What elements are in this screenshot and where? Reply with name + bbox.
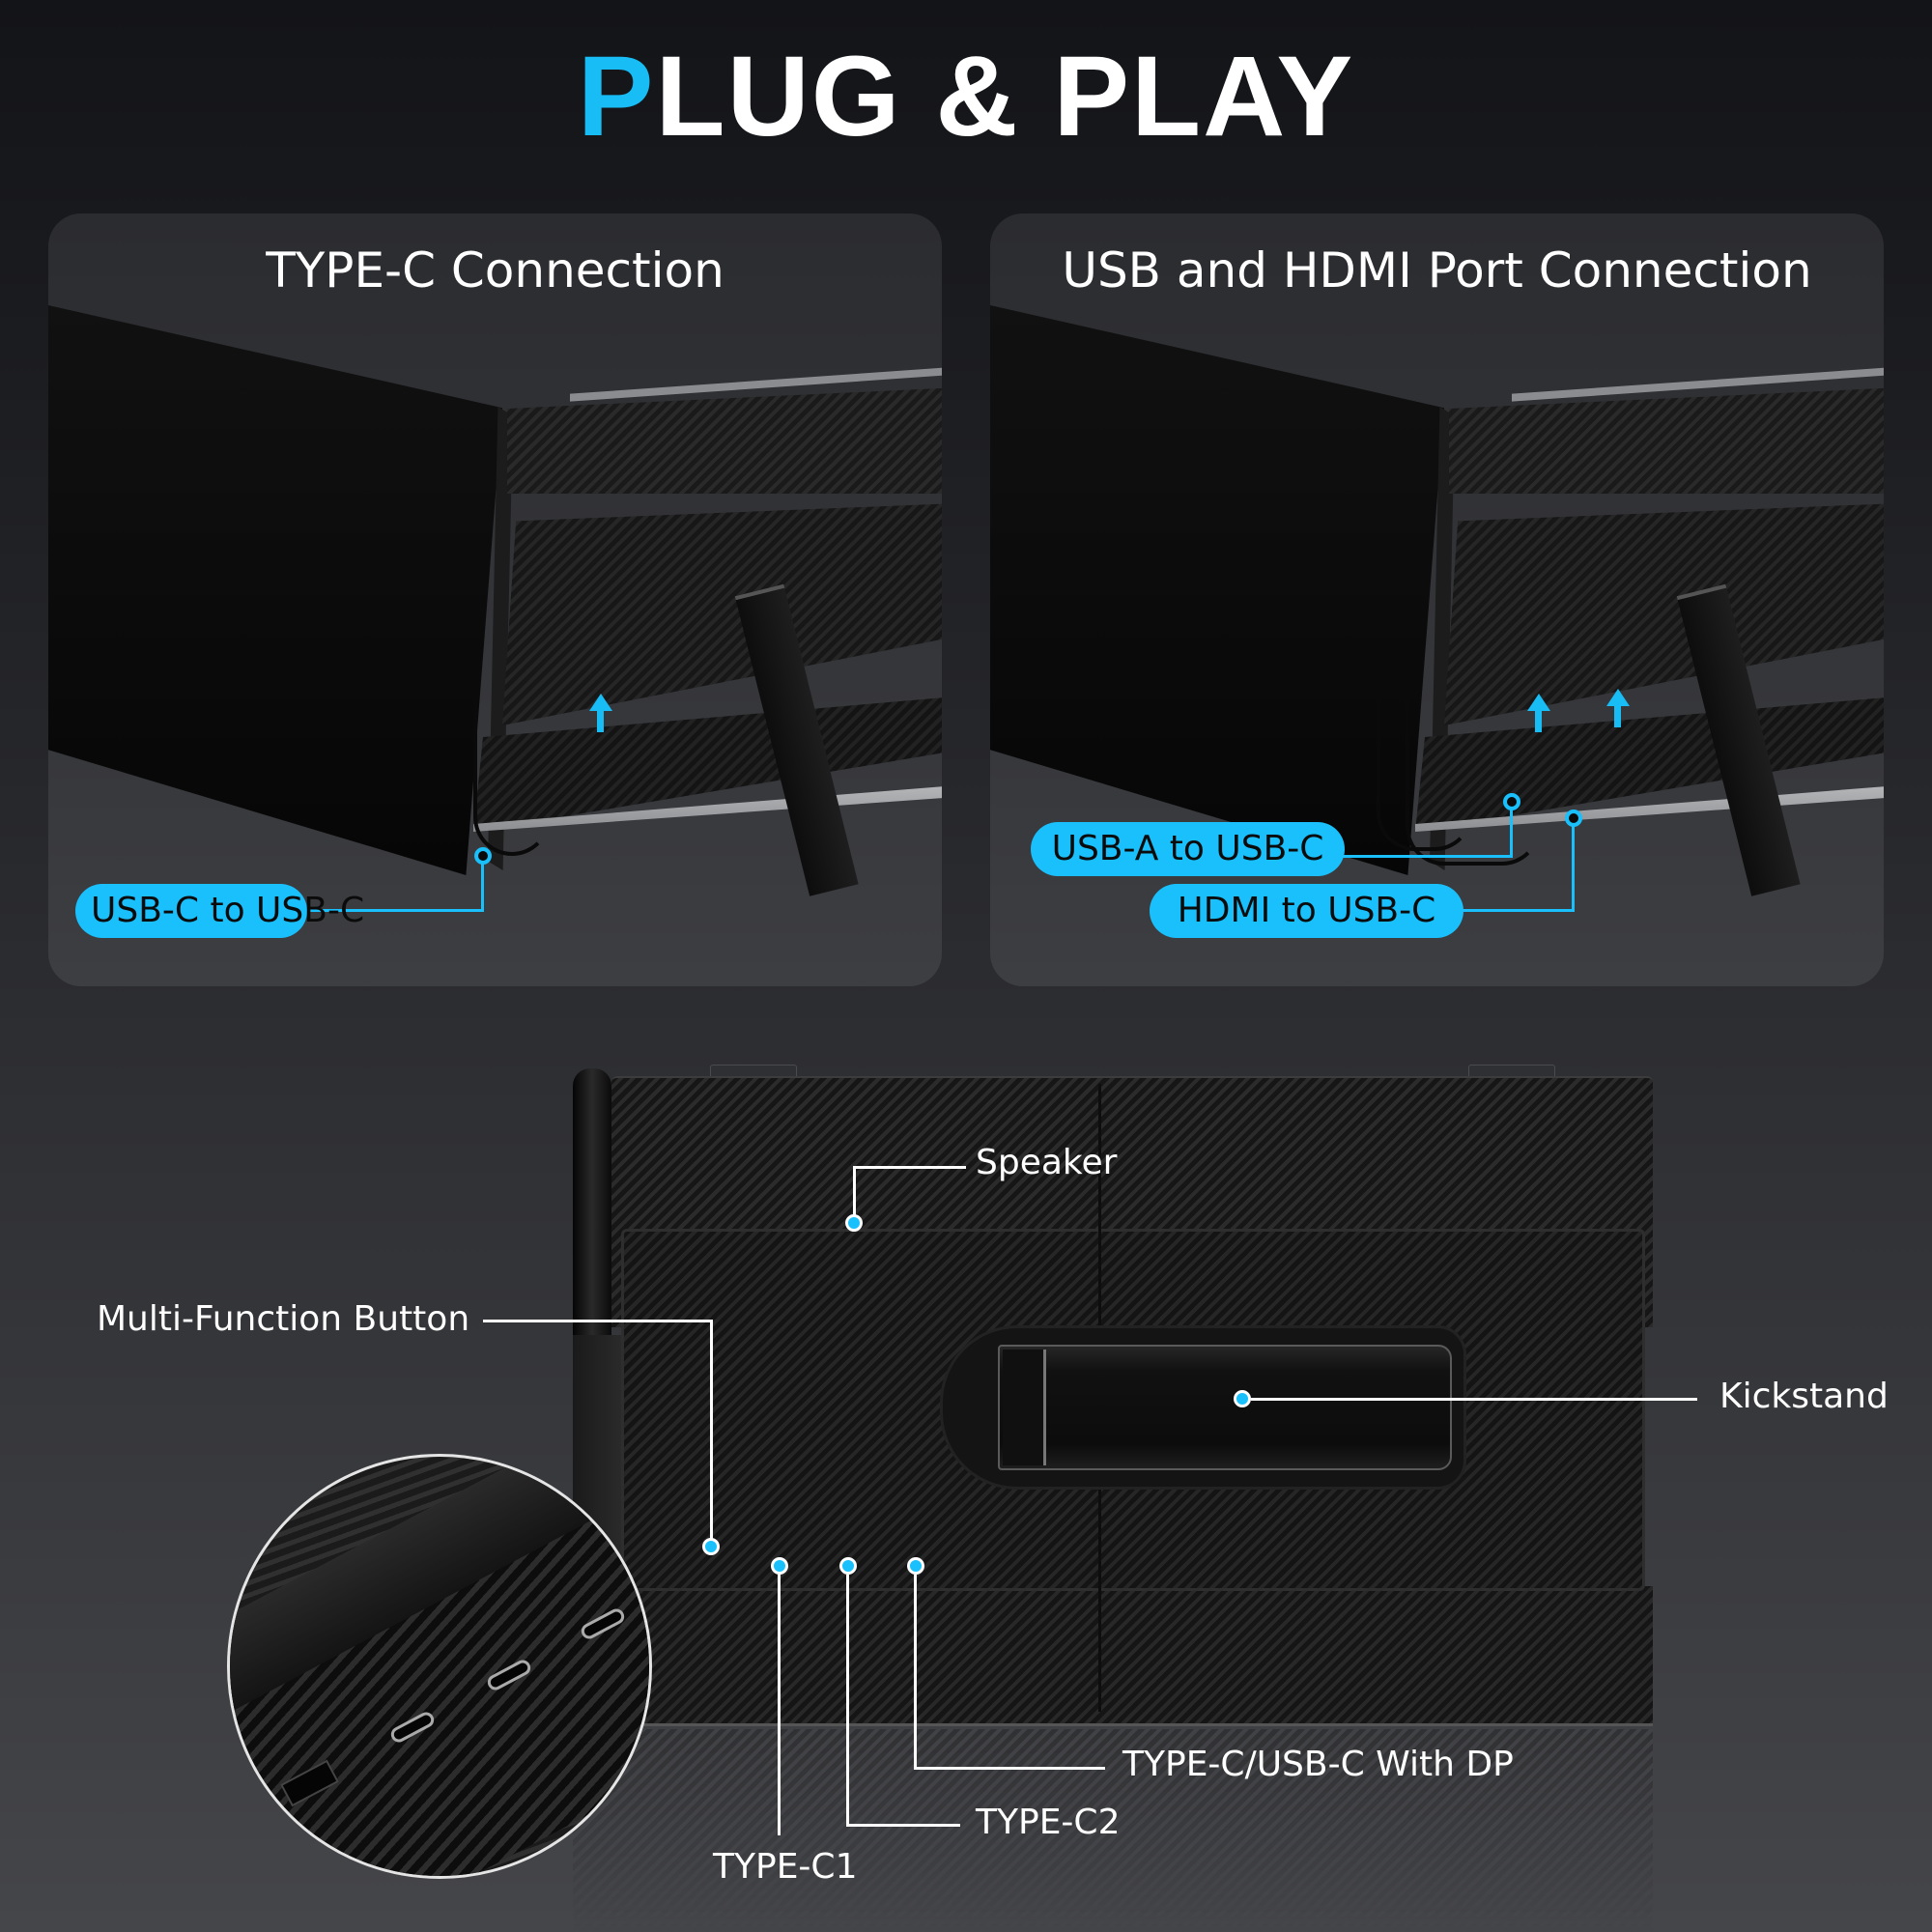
- arrow-up-icon: [1614, 706, 1621, 727]
- panel-usb-hdmi-connection: USB and HDMI Port Connection USB-A to US…: [990, 213, 1884, 986]
- leader-line: [914, 1767, 1105, 1770]
- panel-title: TYPE-C Connection: [266, 242, 724, 298]
- callout-leader: [481, 863, 484, 911]
- leader-line: [483, 1320, 713, 1322]
- ports-closeup-circle: [227, 1454, 652, 1879]
- device-reflection: [573, 1729, 1653, 1932]
- kickstand-bar: [998, 1345, 1452, 1470]
- callout-leader: [1343, 855, 1513, 858]
- multi-function-button-dot: [702, 1538, 720, 1555]
- hinge: [573, 1068, 611, 1339]
- leader-line: [710, 1320, 713, 1540]
- callout-usb-a-to-usb-c: USB-A to USB-C: [1031, 822, 1345, 876]
- type-c1-dot: [771, 1557, 788, 1575]
- leader-line: [846, 1575, 849, 1826]
- arrow-up-icon: [597, 711, 604, 732]
- title-rest: LUG & PLAY: [655, 33, 1355, 160]
- panel-type-c-connection: TYPE-C Connection USB-C to USB-C: [48, 213, 942, 986]
- leader-line: [914, 1575, 917, 1769]
- panel-title: USB and HDMI Port Connection: [1062, 242, 1812, 298]
- kickstand-hinge: [1003, 1350, 1046, 1465]
- label-type-c1: TYPE-C1: [713, 1847, 858, 1887]
- lower-panel: [611, 1586, 1653, 1726]
- callout-leader: [1461, 909, 1575, 912]
- callout-hdmi-to-usb-c: HDMI to USB-C: [1150, 884, 1463, 938]
- monitor-back-panel: [1444, 503, 1884, 725]
- title-accent-letter: P: [577, 33, 656, 160]
- callout-leader: [1510, 809, 1513, 857]
- monitor-screen: [48, 305, 502, 875]
- callout-usb-c-to-usb-c: USB-C to USB-C: [75, 884, 364, 938]
- arrow-up-icon: [589, 694, 612, 711]
- arrow-up-icon: [1535, 711, 1542, 732]
- page-title: PLUG & PLAY: [0, 29, 1932, 166]
- label-kickstand: Kickstand: [1719, 1377, 1889, 1416]
- monitor-speaker-panel: [1449, 387, 1884, 494]
- monitor-speaker-panel: [507, 387, 942, 494]
- monitor-back-panel: [502, 503, 942, 725]
- device-back-view: [573, 1065, 1653, 1726]
- kickstand-dot: [1234, 1390, 1251, 1407]
- leader-line: [1251, 1398, 1697, 1401]
- label-type-c2: TYPE-C2: [976, 1803, 1121, 1842]
- label-type-c-usb-c-with-dp: TYPE-C/USB-C With DP: [1122, 1745, 1514, 1784]
- type-c-dp-dot: [907, 1557, 924, 1575]
- label-multi-function-button: Multi-Function Button: [97, 1299, 470, 1339]
- type-c2-dot: [839, 1557, 857, 1575]
- leader-line: [853, 1166, 966, 1169]
- cable-icon: [473, 696, 551, 856]
- arrow-up-icon: [1606, 689, 1630, 706]
- arrow-up-icon: [1527, 694, 1550, 711]
- leader-line: [853, 1166, 856, 1219]
- speaker-dot: [845, 1214, 863, 1232]
- cable-icon: [1406, 696, 1541, 866]
- callout-leader: [1572, 825, 1575, 912]
- leader-line: [846, 1824, 960, 1827]
- callout-leader: [304, 909, 484, 912]
- label-speaker: Speaker: [976, 1143, 1118, 1182]
- leader-line: [778, 1575, 781, 1835]
